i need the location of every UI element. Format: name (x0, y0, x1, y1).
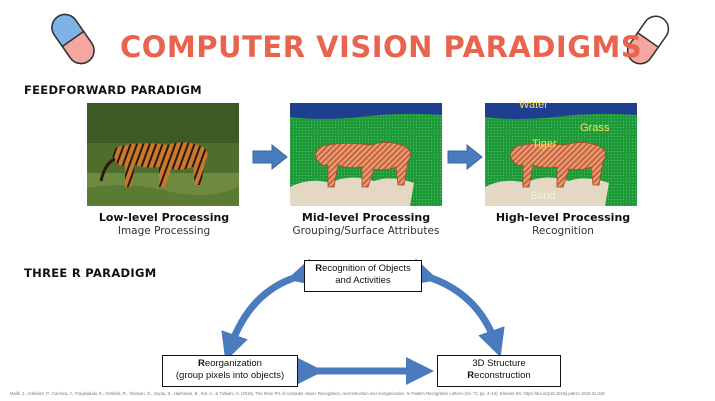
reconstruction-box: 3D Structure Reconstruction (437, 355, 561, 387)
box-text: 3D Structure (472, 358, 526, 369)
bold-r: R (315, 263, 323, 274)
stage-heading: Mid-level Processing (301, 211, 431, 224)
pill-icon-left (51, 13, 95, 65)
box-text: econstruction (474, 370, 531, 381)
label-tiger: Tiger (532, 138, 557, 150)
pill-icon-right (626, 15, 670, 65)
arrow-right-icon (447, 144, 483, 170)
recognition-box: Recognition of Objects and Activities (304, 260, 422, 292)
feedforward-heading: FEEDFORWARD PARADIGM (24, 83, 202, 97)
bold-r: R (467, 370, 475, 381)
citation: Malik, J., Arbeláez, P., Carreira, J., F… (10, 391, 605, 396)
box-text: eorganization (204, 358, 262, 369)
arrow-right-icon (252, 144, 288, 170)
stage-sub: Recognition (532, 225, 594, 237)
bold-r: R (198, 358, 205, 369)
box-text: (group pixels into objects) (175, 370, 285, 381)
stage-high: High-level Processing Recognition (463, 211, 663, 237)
reorganization-box: Reorganization (group pixels into object… (162, 355, 298, 387)
three-r-heading: THREE R PARADIGM (24, 266, 157, 280)
stage-sub: Image Processing (117, 225, 211, 237)
box-text: and Activities (335, 275, 391, 286)
label-sand: Sand (530, 190, 556, 202)
slide-title: COMPUTER VISION PARADIGMS (120, 30, 643, 64)
box-text: ecognition of Objects (322, 263, 411, 274)
label-grass: Grass (580, 122, 610, 134)
stage-sub: Grouping/Surface Attributes (292, 225, 440, 237)
stage-low: Low-level Processing Image Processing (64, 211, 264, 237)
stage-heading: Low-level Processing (98, 211, 230, 224)
segmentation-image (290, 103, 442, 206)
stage-mid: Mid-level Processing Grouping/Surface At… (266, 211, 466, 237)
tiger-photo (87, 103, 239, 206)
stage-heading: High-level Processing (495, 211, 631, 224)
label-water: Water (519, 99, 548, 111)
recognition-image (485, 103, 637, 206)
